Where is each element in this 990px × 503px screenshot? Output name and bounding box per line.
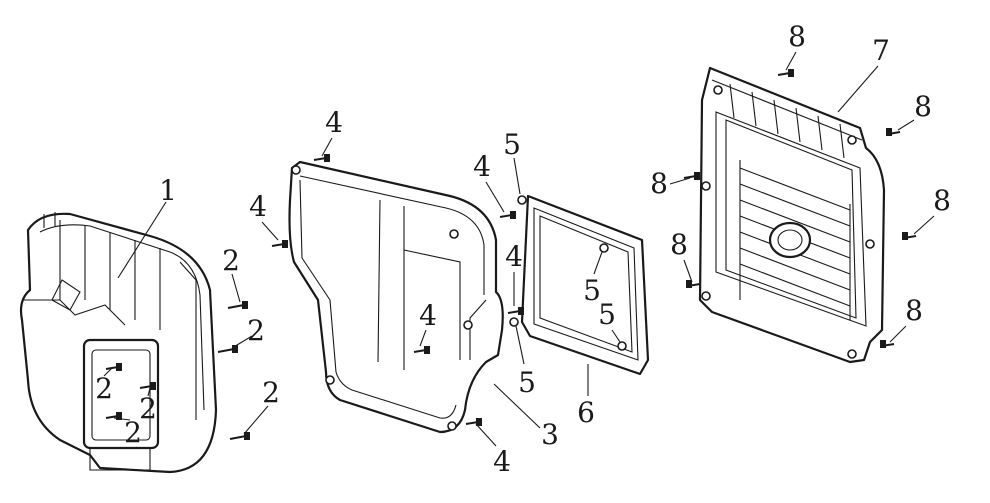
callout-8: 8 [788,20,806,53]
callout-2: 2 [222,244,240,277]
callout-5: 5 [598,298,616,331]
callout-1: 1 [159,174,177,207]
callout-3: 3 [541,418,559,451]
callout-2: 2 [95,372,113,405]
callout-5: 5 [518,366,536,399]
callout-5: 5 [583,274,601,307]
fasteners [105,69,917,440]
callout-2: 2 [124,416,142,449]
callout-6: 6 [577,396,595,429]
callout-8: 8 [905,294,923,327]
callout-4: 4 [505,240,523,273]
callout-8: 8 [670,228,688,261]
callout-2: 2 [139,392,157,425]
callout-2: 2 [262,376,280,409]
part-1-muffler-housing [19,212,218,474]
callout-4: 4 [473,150,491,183]
part-3-cover [288,160,504,434]
callout-7: 7 [872,34,890,67]
callout-4: 4 [249,190,267,223]
callout-2: 2 [247,314,265,347]
callout-5: 5 [503,128,521,161]
callout-4: 4 [325,106,343,139]
callout-4: 4 [493,445,511,478]
callout-4: 4 [419,299,437,332]
leader-lines [103,51,935,447]
callout-8: 8 [914,90,932,123]
callout-8: 8 [933,184,951,217]
part-7-grille-panel [698,66,886,364]
part-6-gasket-frame [520,194,650,376]
callout-8: 8 [650,167,668,200]
